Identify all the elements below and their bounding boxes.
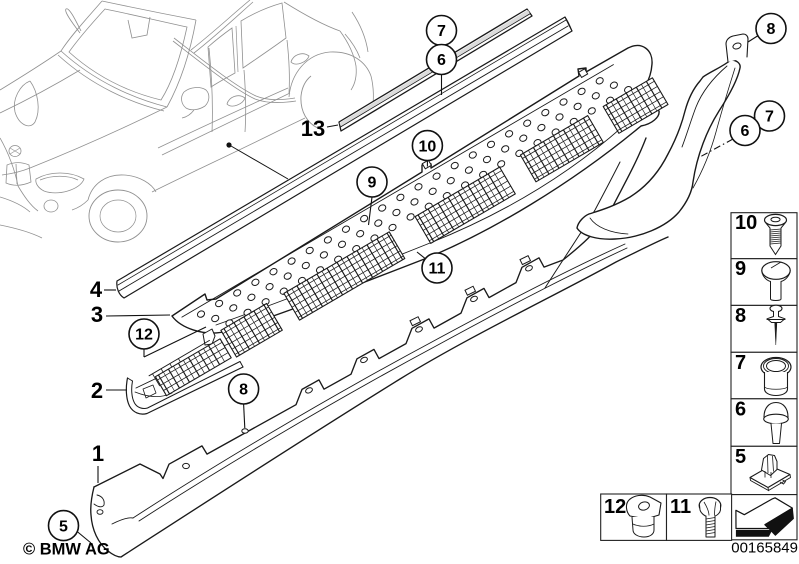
svg-text:8: 8 bbox=[767, 21, 776, 38]
svg-text:2: 2 bbox=[91, 378, 103, 403]
svg-text:8: 8 bbox=[735, 305, 746, 327]
svg-text:9: 9 bbox=[368, 175, 377, 192]
svg-text:7: 7 bbox=[735, 352, 746, 374]
svg-text:13: 13 bbox=[301, 116, 325, 141]
svg-text:1: 1 bbox=[92, 441, 104, 466]
svg-text:9: 9 bbox=[735, 258, 746, 280]
svg-text:11: 11 bbox=[429, 261, 446, 278]
svg-text:7: 7 bbox=[765, 109, 774, 126]
svg-text:6: 6 bbox=[437, 52, 446, 69]
svg-text:00165849: 00165849 bbox=[731, 540, 798, 557]
svg-text:6: 6 bbox=[741, 123, 750, 140]
svg-text:© BMW AG: © BMW AG bbox=[23, 541, 110, 559]
svg-text:3: 3 bbox=[91, 302, 103, 327]
svg-text:5: 5 bbox=[735, 446, 746, 468]
svg-text:5: 5 bbox=[59, 518, 68, 535]
svg-text:10: 10 bbox=[735, 212, 757, 234]
svg-text:4: 4 bbox=[90, 277, 103, 302]
svg-text:7: 7 bbox=[437, 23, 446, 40]
svg-text:8: 8 bbox=[239, 382, 248, 399]
svg-text:6: 6 bbox=[735, 398, 746, 420]
svg-text:11: 11 bbox=[670, 496, 691, 518]
svg-text:12: 12 bbox=[135, 327, 153, 344]
svg-text:10: 10 bbox=[419, 138, 437, 155]
svg-text:12: 12 bbox=[604, 496, 626, 518]
